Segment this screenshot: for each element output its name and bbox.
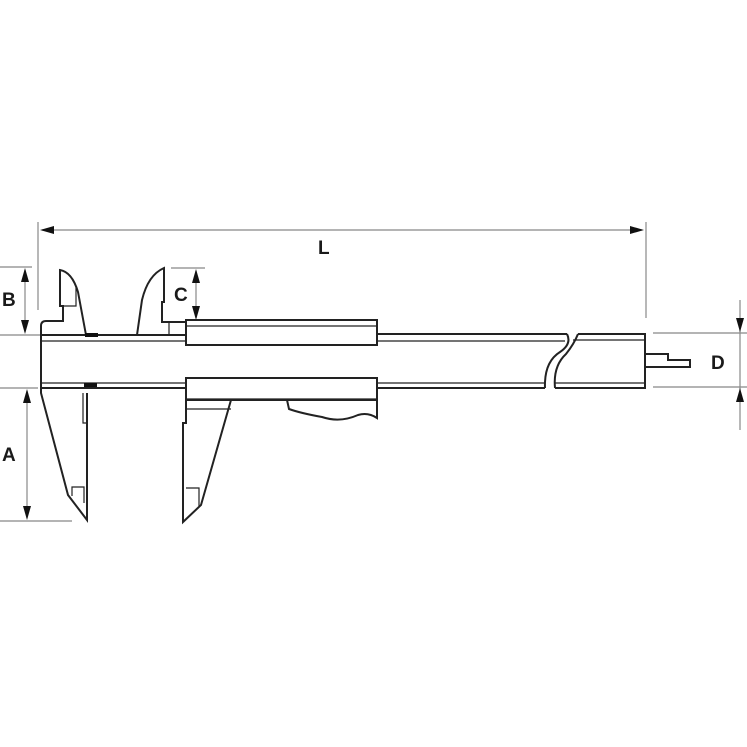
fixed-jaw-inner bbox=[63, 286, 77, 307]
fixed-zero-mark bbox=[85, 333, 98, 337]
arrowhead-down-icon bbox=[23, 506, 31, 520]
arrowhead-down-icon bbox=[736, 318, 744, 332]
fixed-jaw-tip-box bbox=[71, 486, 85, 503]
sliding-inside-jaw bbox=[136, 266, 186, 336]
arrowhead-up-icon bbox=[192, 269, 200, 283]
arrowhead-left-icon bbox=[40, 226, 54, 234]
slider-bottom bbox=[185, 377, 378, 401]
dimension-B: B bbox=[0, 266, 40, 336]
caliper-body bbox=[40, 266, 691, 525]
thumb-grip bbox=[286, 399, 378, 421]
arrowhead-up-icon bbox=[23, 389, 31, 403]
fixed-zero-mark-lower bbox=[84, 383, 97, 387]
beam-end bbox=[555, 333, 646, 389]
fixed-jaw bbox=[40, 268, 88, 523]
label-D: D bbox=[711, 353, 725, 374]
slider-top bbox=[185, 319, 378, 346]
depth-rod bbox=[645, 353, 691, 368]
dimension-D: D bbox=[653, 300, 747, 430]
arrowhead-up-icon bbox=[736, 388, 744, 402]
arrowhead-down-icon bbox=[21, 320, 29, 334]
sliding-outside-jaw bbox=[182, 399, 287, 525]
dimension-L: L bbox=[37, 222, 647, 318]
dimension-A: A bbox=[0, 387, 72, 522]
label-L: L bbox=[318, 238, 330, 259]
label-B: B bbox=[2, 290, 16, 311]
sliding-jaw-tip-box bbox=[186, 487, 200, 506]
arrowhead-down-icon bbox=[192, 306, 200, 320]
label-A: A bbox=[2, 445, 16, 466]
dimension-C: C bbox=[171, 267, 205, 320]
beam-break-right bbox=[553, 333, 579, 389]
arrowhead-right-icon bbox=[630, 226, 644, 234]
arrowhead-up-icon bbox=[21, 268, 29, 282]
beam-break-left bbox=[543, 333, 570, 389]
fixed-jaw-step bbox=[82, 393, 87, 424]
label-C: C bbox=[174, 285, 188, 306]
